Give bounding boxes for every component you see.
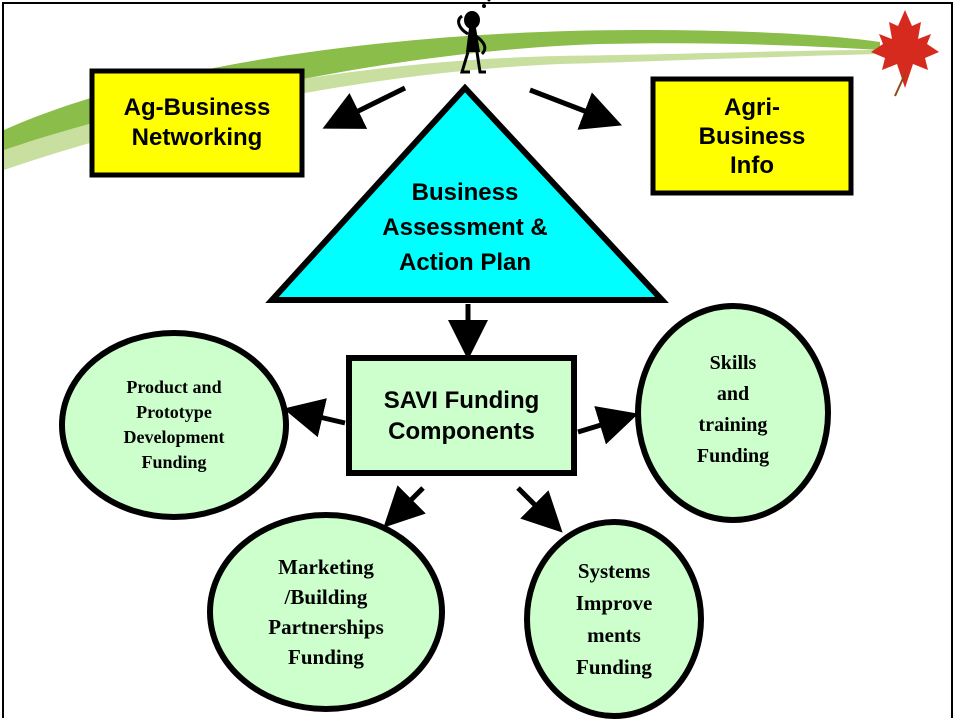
arrows <box>283 85 639 533</box>
marketing-label: Marketing /Building Partnerships Funding <box>268 555 384 669</box>
arrow-to-marketing <box>383 485 426 528</box>
arrow-to-networking <box>322 85 407 129</box>
thinking-figure-icon <box>457 0 491 74</box>
arrow-to-info <box>529 87 623 130</box>
marketing-circle <box>207 512 445 712</box>
maple-leaf-icon <box>871 10 939 97</box>
savi-box <box>346 355 577 476</box>
product-circle <box>59 330 289 520</box>
networking-label: Ag-Business Networking <box>123 94 271 151</box>
arrow-to-skills <box>577 406 639 445</box>
assessment-triangle <box>265 83 669 303</box>
savi-label: SAVI Funding Components <box>383 386 540 445</box>
product-label: Product and Prototype Development Fundin… <box>123 377 225 472</box>
skills-label: Skills and training Funding <box>696 352 770 467</box>
assessment-label: Business Assessment & Action Plan <box>382 178 548 276</box>
info-box <box>650 76 854 196</box>
arrow-to-product <box>283 398 346 438</box>
info-label: Agri- Business Info <box>698 93 806 179</box>
arrow-to-systems <box>516 486 563 533</box>
networking-box <box>89 68 305 178</box>
systems-label: Systems Improve ments Funding <box>575 559 653 679</box>
systems-circle <box>524 519 704 719</box>
skills-circle <box>635 303 831 523</box>
